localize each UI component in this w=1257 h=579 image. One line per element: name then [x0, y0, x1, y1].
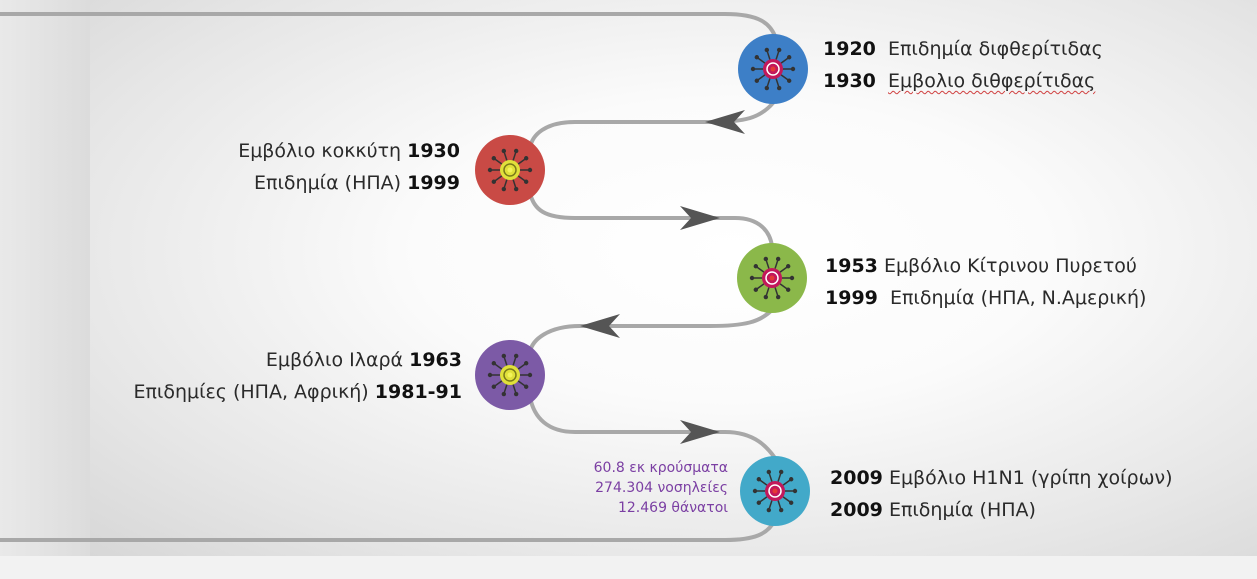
node-5-virus-icon [740, 456, 810, 526]
year: 1930 [407, 140, 460, 162]
event-text: Επιδημία (ΗΠΑ) [254, 172, 402, 194]
node-5-line-2: 2009 Επιδημία (ΗΠΑ) [830, 494, 1173, 526]
connector-2-3 [528, 191, 774, 248]
node-3-line-2: 1999 Επιδημία (ΗΠΑ, Ν.Αμερική) [825, 282, 1146, 314]
node-3-line-1: 1953 Εμβόλιο Κίτρινου Πυρετού [825, 250, 1146, 282]
h1n1-statistics-note: 60.8 εκ κρούσματα 274.304 νοσηλείες 12.4… [540, 458, 728, 518]
node-3-virus-icon [737, 243, 807, 313]
event-text: Εμβόλιο Ιλαρά [265, 349, 404, 371]
node-5-line-1: 2009 Εμβόλιο H1N1 (γρίπη χοίρων) [830, 462, 1173, 494]
event-text: Επιδημίες (ΗΠΑ, Αφρική) [133, 381, 369, 403]
arrow-left-1 [705, 110, 745, 134]
note-line: 274.304 νοσηλείες [595, 480, 728, 496]
connector-top [0, 12, 777, 38]
event-text: Επιδημία διφθερίτιδας [887, 38, 1103, 60]
node-2-label: Εμβόλιο κοκκύτη 1930 Επιδημία (ΗΠΑ) 1999 [238, 135, 460, 199]
note-line: 12.469 θάνατοι [617, 500, 728, 516]
node-4-line-1: Εμβόλιο Ιλαρά 1963 [133, 344, 462, 376]
node-3-label: 1953 Εμβόλιο Κίτρινου Πυρετού 1999 Επιδη… [825, 250, 1146, 314]
year: 1953 [825, 255, 878, 277]
year: 1999 [825, 287, 878, 309]
year: 1920 [823, 38, 876, 60]
year: 1981-91 [374, 381, 462, 403]
note-line: 60.8 εκ κρούσματα [593, 460, 728, 476]
node-4-virus-icon [475, 340, 545, 410]
event-text: Επιδημία (ΗΠΑ, Ν.Αμερική) [889, 287, 1147, 309]
event-text: Εμβολιο διθφερίτιδας [887, 70, 1096, 92]
year: 1999 [407, 172, 460, 194]
node-1-line-1: 1920 Επιδημία διφθερίτιδας [823, 33, 1103, 65]
connector-3-4 [528, 308, 774, 354]
connector-4-5 [528, 395, 777, 460]
year: 1963 [409, 349, 462, 371]
arrow-right-1 [680, 206, 720, 230]
event-text: Εμβόλιο Κίτρινου Πυρετού [883, 255, 1137, 277]
event-text: Εμβόλιο H1N1 (γρίπη χοίρων) [888, 467, 1173, 489]
node-4-label: Εμβόλιο Ιλαρά 1963 Επιδημίες (ΗΠΑ, Αφρικ… [133, 344, 462, 408]
arrow-left-2 [580, 314, 620, 338]
bottom-strip [0, 556, 1257, 579]
event-text: Εμβόλιο κοκκύτη [238, 140, 402, 162]
event-text: Επιδημία (ΗΠΑ) [888, 499, 1036, 521]
node-5-label: 2009 Εμβόλιο H1N1 (γρίπη χοίρων) 2009 Επ… [830, 462, 1173, 526]
left-shade [0, 0, 90, 556]
background-panel [90, 0, 1257, 556]
node-2-virus-icon [475, 135, 545, 205]
node-1-line-2: 1930 Εμβολιο διθφερίτιδας [823, 65, 1103, 97]
connector-bottom [0, 518, 777, 542]
year: 1930 [823, 70, 876, 92]
arrow-right-2 [680, 420, 720, 444]
node-2-line-2: Επιδημία (ΗΠΑ) 1999 [238, 167, 460, 199]
year: 2009 [830, 467, 883, 489]
node-2-line-1: Εμβόλιο κοκκύτη 1930 [238, 135, 460, 167]
node-4-line-2: Επιδημίες (ΗΠΑ, Αφρική) 1981-91 [133, 376, 462, 408]
node-1-label: 1920 Επιδημία διφθερίτιδας 1930 Εμβολιο … [823, 33, 1103, 97]
year: 2009 [830, 499, 883, 521]
node-1-virus-icon [738, 34, 808, 104]
